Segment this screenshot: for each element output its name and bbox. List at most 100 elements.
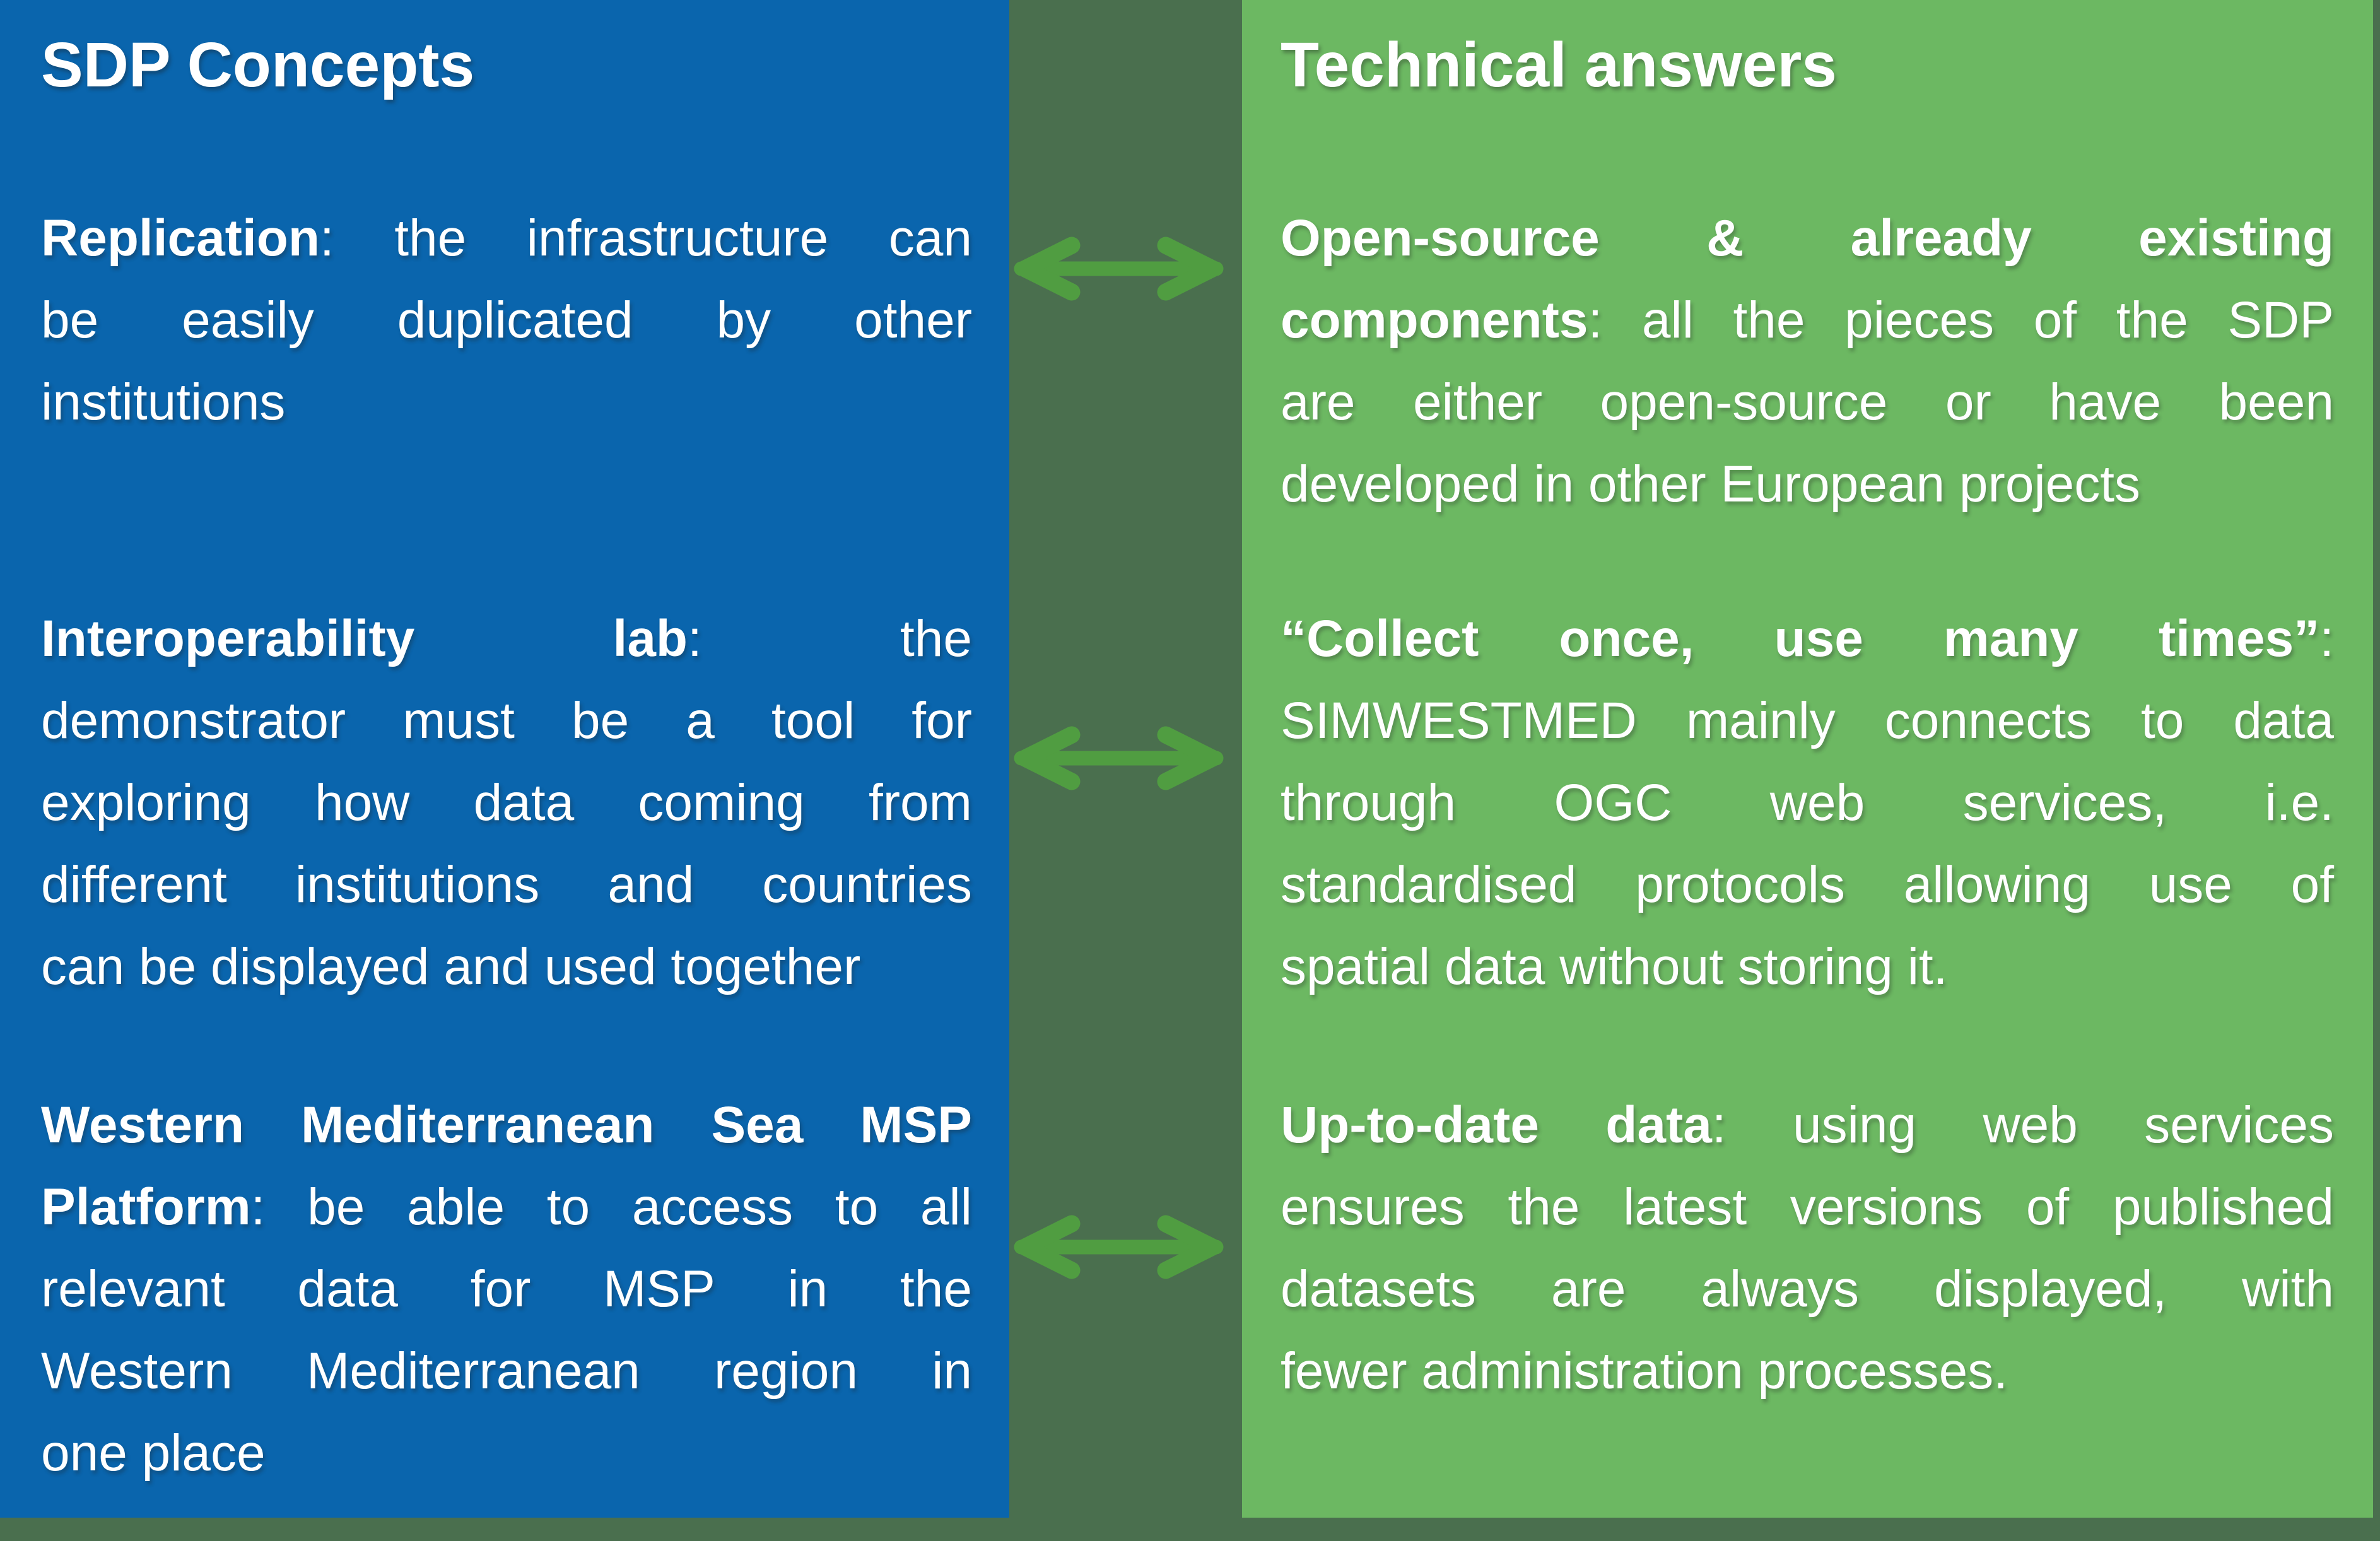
text-line: institutions bbox=[41, 361, 972, 443]
text-run: in bbox=[932, 1342, 972, 1400]
text-run: displayed, bbox=[1933, 1260, 2167, 1318]
word: be bbox=[572, 680, 629, 762]
text-run: are bbox=[1551, 1260, 1626, 1318]
word: access bbox=[632, 1166, 793, 1248]
word: components: bbox=[1281, 279, 1602, 361]
text-run: Western bbox=[41, 1096, 245, 1154]
word: use bbox=[1774, 598, 1863, 680]
text-run: tool bbox=[771, 692, 855, 749]
word: countries bbox=[762, 844, 972, 926]
text-run: to bbox=[2140, 692, 2184, 749]
word: data bbox=[2233, 680, 2334, 762]
word: data bbox=[297, 1248, 398, 1330]
text-run: can bbox=[888, 209, 972, 267]
word: Replication: bbox=[41, 197, 334, 279]
word: of bbox=[2291, 844, 2334, 926]
word: existing bbox=[2138, 197, 2334, 279]
word: have bbox=[2049, 361, 2161, 443]
text-run: one place bbox=[41, 1424, 266, 1482]
text-run: to bbox=[835, 1178, 879, 1236]
text-run: can be displayed and used together bbox=[41, 938, 861, 995]
text-run: through bbox=[1281, 774, 1457, 831]
text-run: region bbox=[714, 1342, 858, 1400]
text-run: protocols bbox=[1635, 856, 1845, 913]
text-run: web bbox=[1983, 1096, 2078, 1154]
word: duplicated bbox=[397, 279, 633, 361]
word: many bbox=[1943, 598, 2078, 680]
text-run: OGC bbox=[1554, 774, 1672, 831]
text-run: institutions bbox=[295, 856, 540, 913]
word: all bbox=[920, 1166, 972, 1248]
word: with bbox=[2242, 1248, 2334, 1330]
text-line: developed in other European projects bbox=[1281, 443, 2334, 525]
text-run: how bbox=[314, 774, 410, 831]
word: can bbox=[889, 197, 972, 279]
text-run: Replication bbox=[41, 209, 320, 267]
word: region bbox=[714, 1330, 858, 1412]
word: in bbox=[787, 1248, 828, 1330]
word: the bbox=[2116, 279, 2188, 361]
text-run: exploring bbox=[41, 774, 251, 831]
text-line: Western Mediterranean region in bbox=[41, 1330, 972, 1412]
text-run: Up-to-date bbox=[1281, 1096, 1539, 1154]
word: SIMWESTMED bbox=[1281, 680, 1637, 762]
word: the bbox=[1733, 279, 1805, 361]
text-run: : bbox=[319, 209, 334, 267]
text-run: spatial data without storing it. bbox=[1281, 938, 1948, 995]
word: either bbox=[1413, 361, 1542, 443]
text-run: Mediterranean bbox=[307, 1342, 640, 1400]
word: protocols bbox=[1635, 844, 1845, 926]
word: tool bbox=[771, 680, 855, 762]
word: services bbox=[2144, 1084, 2334, 1166]
word: to bbox=[2141, 680, 2184, 762]
text-run: Platform bbox=[41, 1178, 251, 1236]
word: Sea bbox=[711, 1084, 803, 1166]
text-run: existing bbox=[2138, 209, 2334, 267]
text-run: developed in other European projects bbox=[1281, 455, 2141, 513]
word: different bbox=[41, 844, 227, 926]
word: datasets bbox=[1281, 1248, 1476, 1330]
word: displayed, bbox=[1934, 1248, 2167, 1330]
text-run: “Collect bbox=[1281, 610, 1479, 667]
word: Interoperability bbox=[41, 598, 414, 680]
text-run: i.e. bbox=[2265, 774, 2334, 831]
word: able bbox=[407, 1166, 505, 1248]
text-run: : bbox=[250, 1178, 266, 1236]
word: use bbox=[2149, 844, 2232, 926]
text-run: and bbox=[607, 856, 695, 913]
text-run: allowing bbox=[1903, 856, 2090, 913]
text-run: a bbox=[686, 692, 715, 749]
word: by bbox=[717, 279, 771, 361]
word: standardised bbox=[1281, 844, 1577, 926]
text-run: the bbox=[1508, 1178, 1580, 1236]
text-run: many bbox=[1943, 610, 2078, 667]
text-run: be bbox=[571, 692, 630, 749]
text-run: mainly bbox=[1685, 692, 1836, 749]
text-run: duplicated bbox=[397, 291, 633, 349]
text-run: Western bbox=[41, 1342, 233, 1400]
text-run: Mediterranean bbox=[300, 1096, 655, 1154]
text-run: data bbox=[2233, 692, 2334, 749]
text-run: connects bbox=[1884, 692, 2092, 749]
word: MSP bbox=[603, 1248, 715, 1330]
word: always bbox=[1701, 1248, 1859, 1330]
word: ensures bbox=[1281, 1166, 1465, 1248]
text-run: data bbox=[297, 1260, 399, 1318]
text-run: data bbox=[473, 774, 575, 831]
word: latest bbox=[1623, 1166, 1747, 1248]
text-run: the bbox=[2116, 291, 2188, 349]
text-line: spatial data without storing it. bbox=[1281, 926, 2334, 1008]
word: relevant bbox=[41, 1248, 225, 1330]
word: from bbox=[869, 762, 972, 844]
